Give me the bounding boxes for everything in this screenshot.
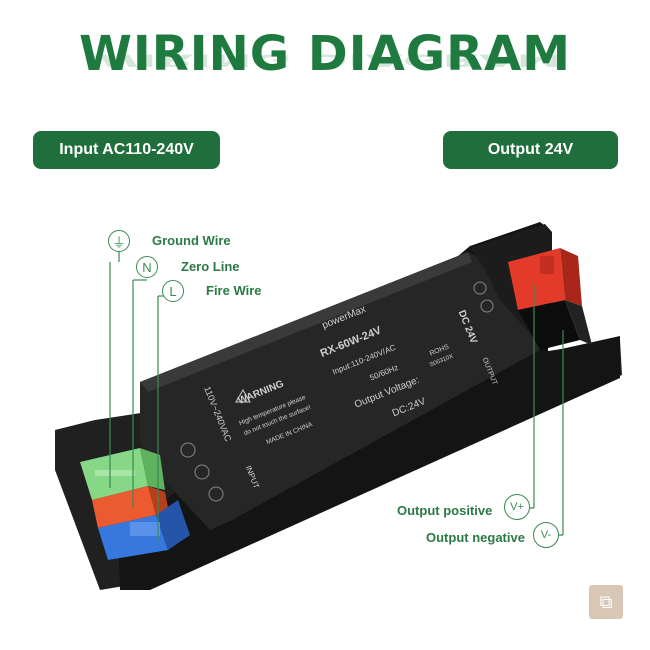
input-terminal-green	[80, 448, 165, 500]
output-positive-label: Output positive	[397, 503, 493, 518]
v-plus-icon: V+	[504, 494, 530, 520]
live-icon: L	[162, 280, 184, 302]
diagram-title: WIRING DIAGRAM	[78, 26, 572, 82]
zero-line-label: Zero Line	[181, 259, 240, 274]
input-label-badge: Input AC110-240V	[33, 131, 220, 169]
output-negative-label: Output negative	[426, 530, 525, 545]
output-label-badge: Output 24V	[443, 131, 618, 169]
watermark-logo-icon: ⧉	[589, 585, 623, 619]
input-terminal-blue	[98, 500, 190, 560]
v-minus-icon: V-	[533, 522, 559, 548]
ground-wire-label: Ground Wire	[152, 233, 231, 248]
fire-wire-label: Fire Wire	[206, 283, 262, 298]
output-terminal-red	[508, 248, 582, 310]
device-cover	[140, 252, 540, 530]
warning-icon	[235, 389, 251, 403]
cover-terminal-symbols	[180, 281, 494, 502]
ground-icon: ⏚	[108, 230, 130, 252]
neutral-icon: N	[136, 256, 158, 278]
